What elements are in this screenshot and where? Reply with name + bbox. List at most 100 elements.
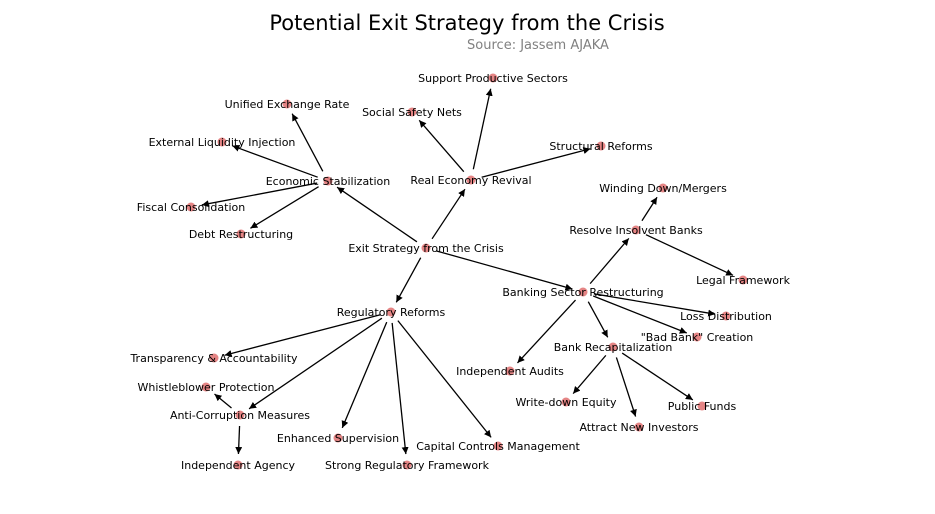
node-dot (209, 353, 219, 363)
node-dot (201, 382, 211, 392)
node-dot (631, 225, 641, 235)
node-dot (217, 137, 227, 147)
node-dot (235, 410, 245, 420)
node-dot (596, 141, 606, 151)
node-dot (233, 460, 243, 470)
node-label: Fiscal Consolidation (137, 201, 245, 214)
node-recap: Bank Recapitalization (554, 341, 673, 354)
node-dot (692, 332, 702, 342)
node-dot (738, 275, 748, 285)
node-label: Whistleblower Protection (138, 381, 275, 394)
edge-econ-to-debt (250, 186, 319, 229)
node-label: Exit Strategy from the Crisis (348, 242, 504, 255)
edge-root-to-econ (336, 186, 418, 243)
edge-econ-to-fiscal (201, 182, 318, 208)
node-label: Regulatory Reforms (337, 306, 446, 319)
node-legal: Legal Framework (696, 274, 791, 287)
node-dot (402, 460, 412, 470)
node-dot (333, 433, 343, 443)
node-indagency: Independent Agency (181, 459, 296, 472)
node-support: Support Productive Sectors (418, 72, 568, 85)
edge-recap-to-public (621, 352, 694, 401)
node-dot (608, 342, 618, 352)
edge-real-to-social (418, 119, 465, 173)
node-dot (697, 401, 707, 411)
node-dot (421, 243, 431, 253)
node-dot (186, 202, 196, 212)
node-dot (236, 229, 246, 239)
node-dot (634, 422, 644, 432)
node-label: Bank Recapitalization (554, 341, 673, 354)
edge-bank-to-badbank (592, 295, 688, 334)
edge-root-to-reg (395, 257, 422, 303)
node-dot (323, 176, 333, 186)
node-label: Public Funds (668, 400, 737, 413)
node-dot (561, 397, 571, 407)
edge-anticorr-to-whistle (214, 393, 232, 409)
node-label: Independent Audits (456, 365, 564, 378)
edge-bank-to-loss (593, 293, 716, 317)
node-winding: Winding Down/Mergers (599, 182, 727, 195)
edge-bank-to-audits (516, 299, 577, 364)
node-label: Enhanced Supervision (277, 432, 399, 445)
node-label: Capital Controls Management (416, 440, 580, 453)
node-extliq: External Liquidity Injection (149, 136, 296, 149)
node-label: Banking Sector Restructuring (502, 286, 663, 299)
node-unified: Unified Exchange Rate (225, 98, 350, 111)
edge-reg-to-transp (224, 314, 381, 357)
edge-recap-to-newinv (615, 357, 637, 417)
node-label: Independent Agency (181, 459, 296, 472)
node-whistle: Whistleblower Protection (138, 381, 275, 394)
node-label: Anti-Corruption Measures (170, 409, 310, 422)
node-label: Structural Reforms (549, 140, 653, 153)
node-structural: Structural Reforms (549, 140, 653, 153)
node-dot (658, 183, 668, 193)
node-label: Transparency & Accountability (129, 352, 298, 365)
node-transp: Transparency & Accountability (129, 352, 298, 365)
node-dot (505, 366, 515, 376)
node-label: Unified Exchange Rate (225, 98, 350, 111)
node-label: Support Productive Sectors (418, 72, 568, 85)
node-econ: Economic Stabilization (266, 175, 391, 188)
edge-recap-to-writedown (572, 354, 607, 395)
edge-root-to-real (431, 188, 466, 240)
node-label: "Bad Bank" Creation (641, 331, 754, 344)
edge-anticorr-to-indagency (235, 425, 243, 455)
edge-resolve-to-legal (645, 234, 734, 276)
node-strongreg: Strong Regulatory Framework (325, 459, 490, 472)
diagram-title: Potential Exit Strategy from the Crisis (269, 11, 664, 35)
node-writedown: Write-down Equity (516, 396, 617, 409)
edge-econ-to-extliq (232, 144, 318, 178)
edge-real-to-structural (481, 147, 591, 178)
node-dot (488, 73, 498, 83)
node-badbank: "Bad Bank" Creation (641, 331, 754, 344)
node-dot (386, 307, 396, 317)
node-label: Attract New Investors (579, 421, 698, 434)
node-loss: Loss Distribution (680, 310, 772, 323)
edge-econ-to-unified (291, 113, 324, 172)
edge-resolve-to-winding (641, 196, 658, 222)
node-capital: Capital Controls Management (416, 440, 580, 453)
node-newinv: Attract New Investors (579, 421, 698, 434)
node-label: Legal Framework (696, 274, 791, 287)
diagram-subtitle: Source: Jassem AJAKA (467, 38, 609, 53)
node-social: Social Safety Nets (362, 106, 462, 119)
node-dot (578, 287, 588, 297)
node-label: Strong Regulatory Framework (325, 459, 490, 472)
node-public: Public Funds (668, 400, 737, 413)
node-label: Social Safety Nets (362, 106, 462, 119)
node-dot (466, 175, 476, 185)
node-bank: Banking Sector Restructuring (502, 286, 663, 299)
node-anticorr: Anti-Corruption Measures (170, 409, 310, 422)
node-label: Economic Stabilization (266, 175, 391, 188)
node-audits: Independent Audits (456, 365, 564, 378)
edge-bank-to-resolve (589, 237, 630, 285)
node-fiscal: Fiscal Consolidation (137, 201, 245, 214)
node-root: Exit Strategy from the Crisis (348, 242, 504, 255)
edge-bank-to-recap (587, 301, 609, 338)
node-resolve: Resolve Insolvent Banks (569, 224, 703, 237)
node-dot (721, 311, 731, 321)
edge-real-to-support (472, 88, 493, 170)
edge-reg-to-strongreg (391, 322, 409, 455)
